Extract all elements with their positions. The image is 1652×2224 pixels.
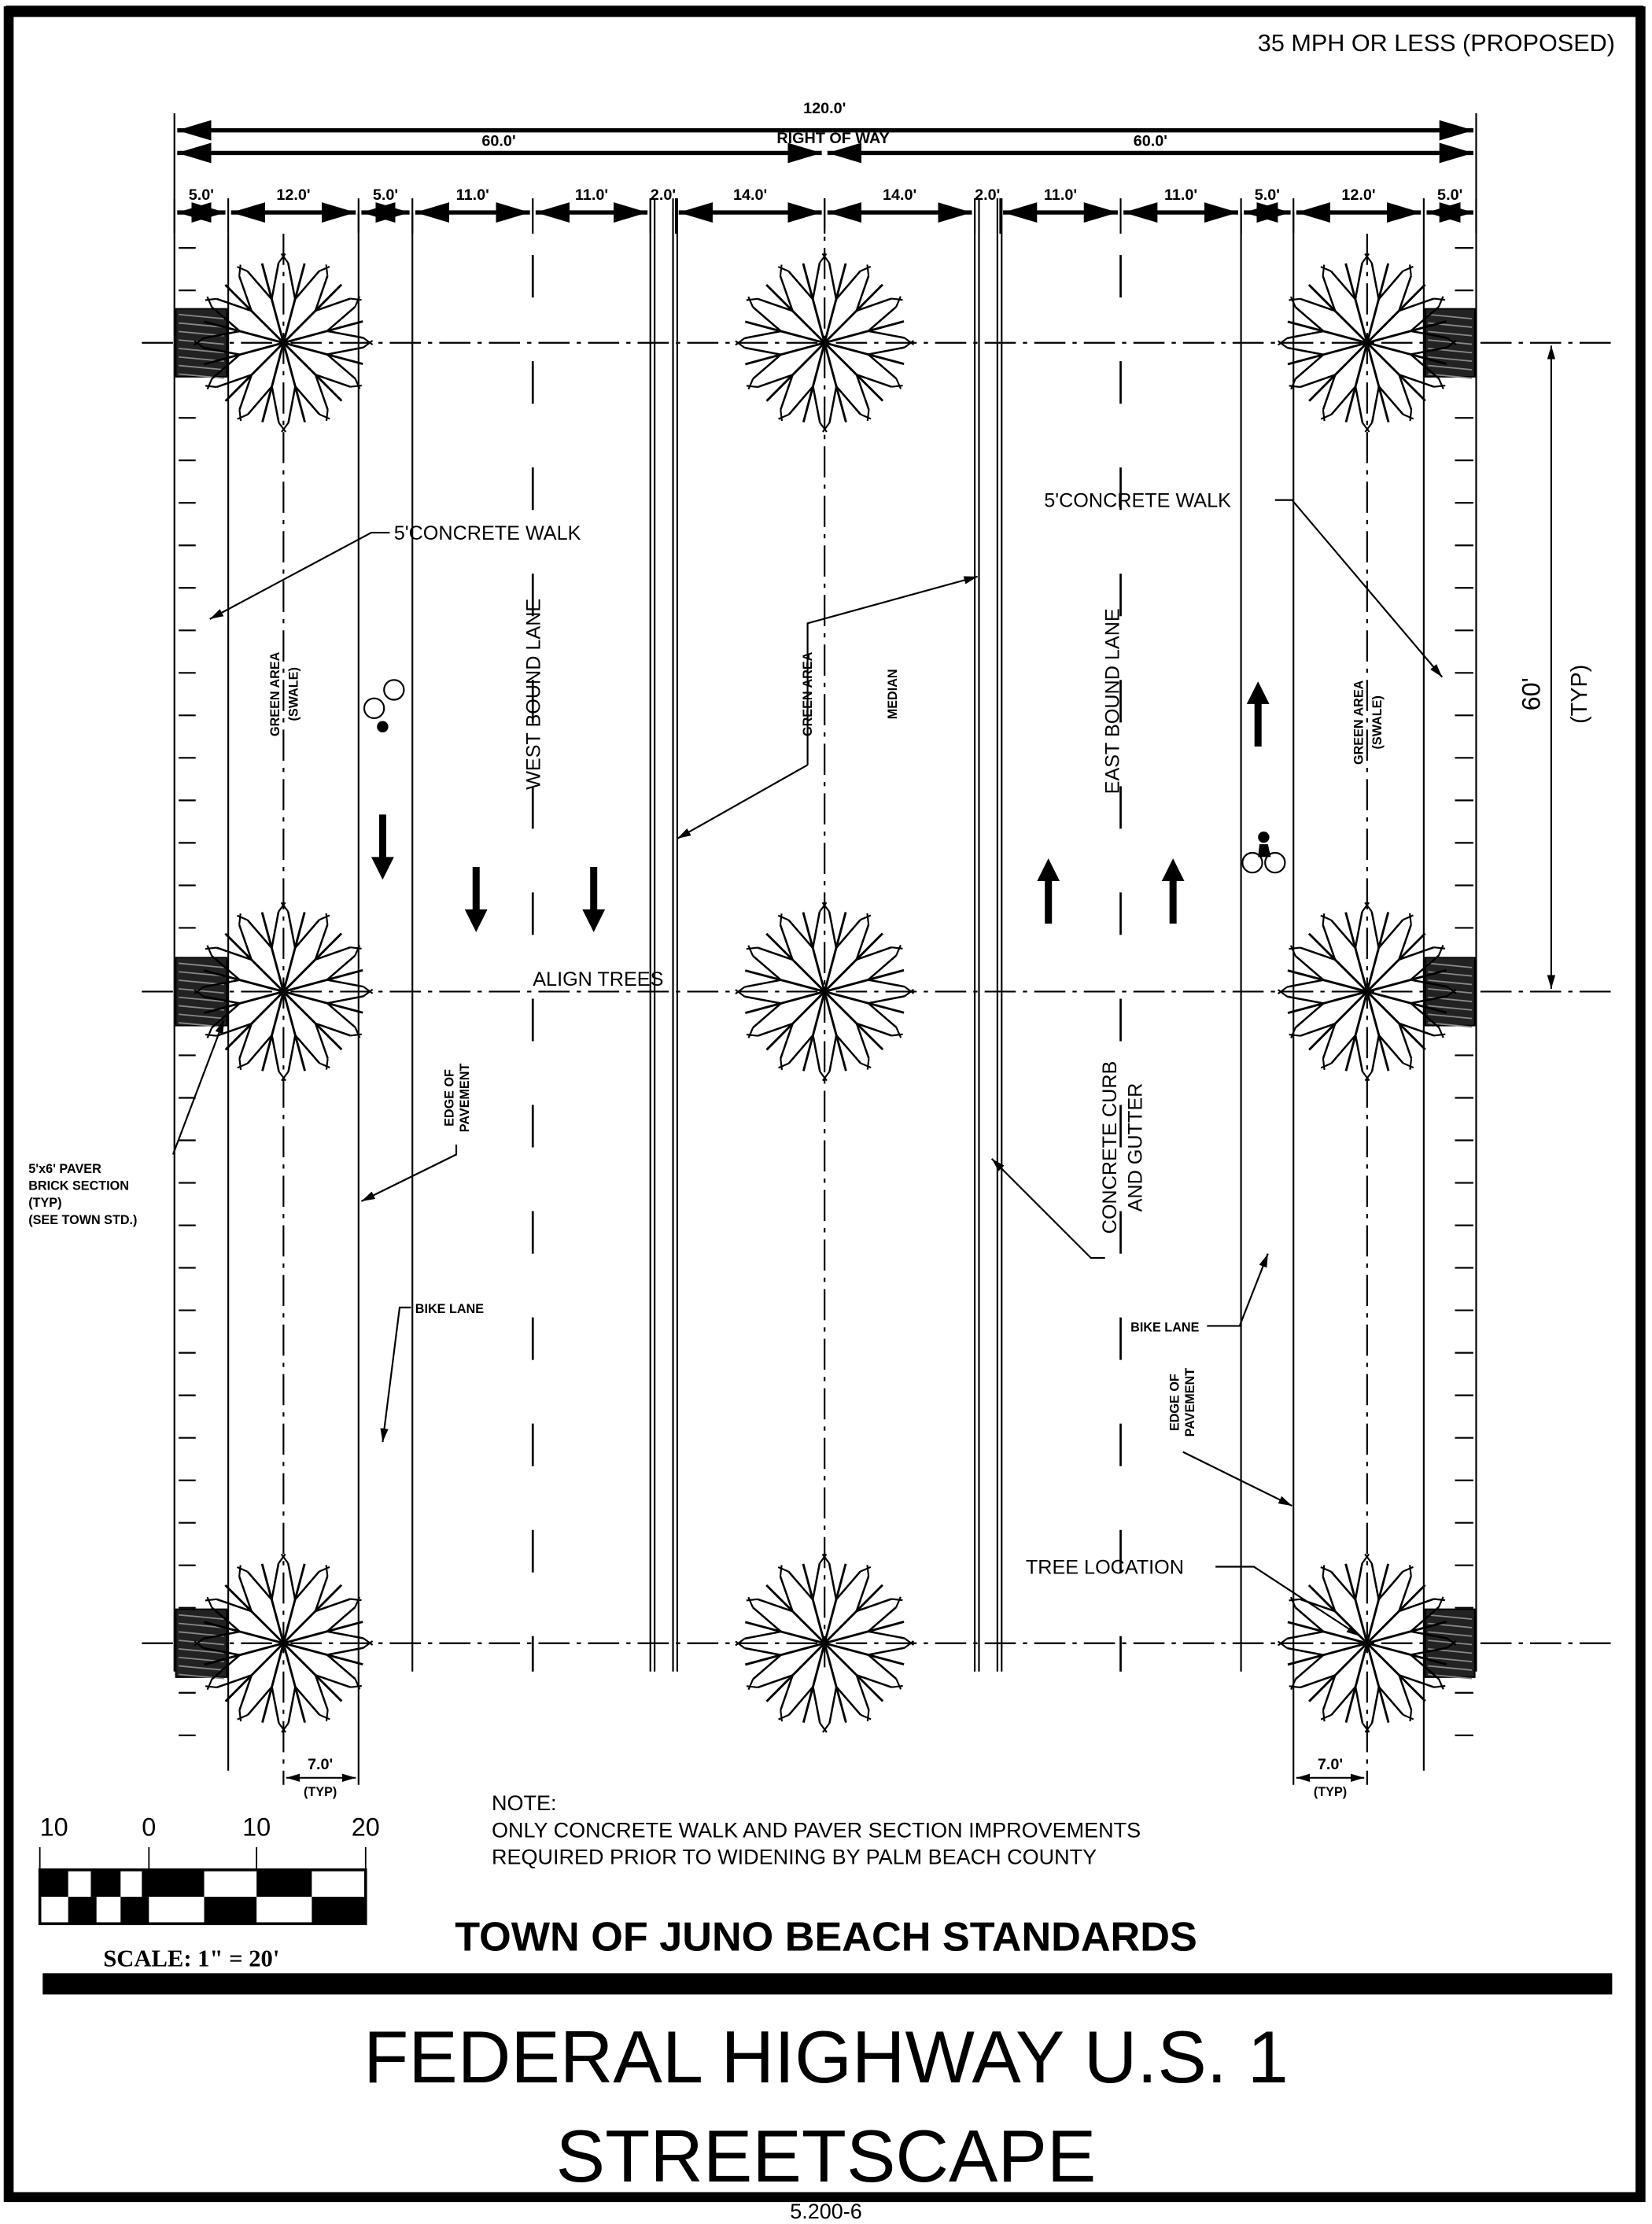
- tree-icon: [194, 1553, 374, 1733]
- label-paver-section: (TYP): [28, 1196, 61, 1210]
- dim-half-left: 60.0': [481, 132, 515, 149]
- tree-spacing-label: 60': [1517, 677, 1546, 710]
- title-divider: [42, 1973, 1613, 1995]
- label-edge-of-pavement-left: EDGE OF: [442, 1069, 456, 1127]
- note-line2: REQUIRED PRIOR TO WIDENING BY PALM BEACH…: [492, 1846, 1097, 1869]
- label-tree-location: TREE LOCATION: [1026, 1557, 1184, 1579]
- label-edge-of-pavement-right: EDGE OF: [1167, 1374, 1182, 1431]
- dim-right-of-way: RIGHT OF WAY: [776, 130, 889, 147]
- tree-icon: [1277, 253, 1457, 433]
- label-align-trees: ALIGN TREES: [533, 968, 663, 990]
- tree-spacing-note: (TYP): [1567, 665, 1592, 724]
- label-pavement-right: PAVEMENT: [1183, 1368, 1197, 1437]
- dimension-lines: [173, 113, 1477, 1672]
- road-linework: [142, 198, 1615, 1785]
- label-swale-right: (SWALE): [1370, 695, 1385, 749]
- arrow-up-icon: [1246, 681, 1270, 747]
- dim-segment-label: 11.0': [1164, 186, 1197, 204]
- dim-segment-label: 11.0': [456, 186, 489, 204]
- speed-note: 35 MPH OR LESS (PROPOSED): [1258, 30, 1615, 57]
- dim-segment-label: 2.0': [651, 186, 676, 204]
- label-east-bound-lane: EAST BOUND LANE: [1102, 608, 1124, 794]
- label-paver-section: (SEE TOWN STD.): [28, 1213, 137, 1227]
- annotations: 5'CONCRETE WALK 5'CONCRETE WALK GREEN AR…: [28, 490, 1444, 1637]
- dim-half-right: 60.0': [1134, 132, 1167, 149]
- bike-icon: [363, 679, 405, 732]
- tree-icon: [194, 253, 374, 433]
- dim-segment-label: 5.0': [373, 186, 398, 204]
- dim-segment-label: 11.0': [1044, 186, 1077, 204]
- label-green-area-right: GREEN AREA: [1351, 680, 1366, 765]
- label-green-area-left: GREEN AREA: [268, 651, 282, 736]
- tree-offset-right-note: (TYP): [1314, 1785, 1347, 1799]
- scale-bar: 10 0 10 20: [38, 1813, 380, 1926]
- label-concrete-walk-left: 5'CONCRETE WALK: [394, 522, 581, 544]
- label-concrete-walk-right: 5'CONCRETE WALK: [1044, 490, 1231, 512]
- dim-segment-label: 5.0': [1437, 186, 1462, 204]
- arrow-up-icon: [1161, 858, 1185, 924]
- arrow-up-icon: [1037, 858, 1060, 924]
- dim-segment-label: 14.0': [883, 186, 916, 204]
- dim-segment-label: 2.0': [975, 186, 1000, 204]
- lane-arrows: [371, 681, 1270, 932]
- label-bike-lane-left: BIKE LANE: [415, 1302, 484, 1316]
- tree-offset-right: 7.0': [1318, 1756, 1343, 1773]
- sheet-number: 5.200-6: [790, 2200, 862, 2223]
- bike-icon: [1241, 831, 1286, 874]
- drawing-title-line1: FEDERAL HIGHWAY U.S. 1: [363, 2016, 1289, 2098]
- arrow-down-icon: [582, 866, 606, 932]
- scale-tick-label: 0: [142, 1813, 156, 1842]
- label-pavement-left: PAVEMENT: [458, 1064, 472, 1133]
- dim-segment-label: 14.0': [733, 186, 767, 204]
- tree-offset-left: 7.0': [308, 1756, 333, 1773]
- trees: [194, 253, 1457, 1733]
- label-paver-section: BRICK SECTION: [28, 1179, 129, 1193]
- tree-icon: [735, 253, 915, 433]
- scale-tick-label: 10: [40, 1813, 68, 1842]
- tree-icon: [735, 902, 915, 1082]
- label-bike-lane-right: BIKE LANE: [1130, 1321, 1199, 1335]
- label-west-bound-lane: WEST BOUND LANE: [522, 599, 544, 790]
- label-swale-left: (SWALE): [286, 667, 301, 721]
- scale-tick-label: 10: [242, 1813, 271, 1842]
- dim-segment-label: 11.0': [575, 186, 608, 204]
- label-median: MEDIAN: [886, 669, 900, 719]
- dim-total: 120.0': [803, 100, 846, 117]
- dim-segment-label: 5.0': [1255, 186, 1280, 204]
- label-and-gutter: AND GUTTER: [1125, 1083, 1147, 1212]
- note-title: NOTE:: [492, 1791, 557, 1815]
- dim-segment-label: 12.0': [1341, 186, 1375, 204]
- note-line1: ONLY CONCRETE WALK AND PAVER SECTION IMP…: [492, 1818, 1141, 1842]
- dim-segment-label: 5.0': [189, 186, 214, 204]
- scale-tick-label: 20: [352, 1813, 380, 1842]
- tree-icon: [1277, 902, 1457, 1082]
- agency-title: TOWN OF JUNO BEACH STANDARDS: [455, 1914, 1197, 1960]
- tree-offset-left-note: (TYP): [304, 1785, 337, 1799]
- dim-segment-label: 12.0': [276, 186, 310, 204]
- tree-icon: [735, 1553, 915, 1733]
- paver-sections: [175, 308, 1476, 1680]
- tree-icon: [194, 902, 374, 1082]
- arrow-down-icon: [371, 814, 394, 880]
- label-concrete-curb: CONCRETE CURB: [1099, 1061, 1121, 1234]
- scale-label: SCALE: 1" = 20': [103, 1945, 279, 1971]
- arrow-down-icon: [464, 866, 488, 932]
- label-paver-section: 5'x6' PAVER: [28, 1162, 101, 1176]
- drawing-title-line2: STREETSCAPE: [556, 2115, 1097, 2197]
